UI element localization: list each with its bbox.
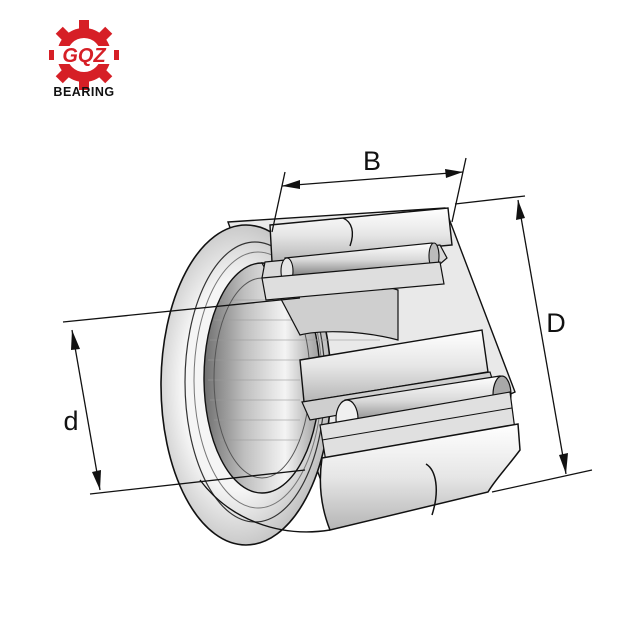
- gear-icon: GQZ: [49, 20, 119, 90]
- lower-outer-ring-section: [319, 423, 521, 531]
- brand-logo: GQZ: [49, 20, 119, 90]
- dim-outer-diameter-label: D: [546, 308, 566, 338]
- dim-bore-line: [71, 329, 101, 491]
- logo-word: BEARING: [53, 85, 115, 99]
- dim-width-label: B: [363, 146, 381, 176]
- dim-bore-ext-top: [62, 297, 301, 323]
- dim-bore-ext-bottom: [89, 469, 306, 495]
- dim-bore-diameter-label: d: [63, 406, 78, 436]
- dim-d-outer-line: [517, 199, 567, 475]
- dim-b-line: [281, 171, 464, 187]
- logo-mark-text: GQZ: [62, 45, 106, 67]
- needle-roller-bearing: [160, 207, 521, 546]
- dim-b-ext-right: [451, 157, 467, 223]
- dim-d-outer-ext-bottom: [491, 469, 593, 493]
- dim-b-ext-left: [271, 171, 286, 233]
- dim-d-outer-ext-top: [454, 195, 526, 205]
- dimension-lines: [62, 157, 593, 495]
